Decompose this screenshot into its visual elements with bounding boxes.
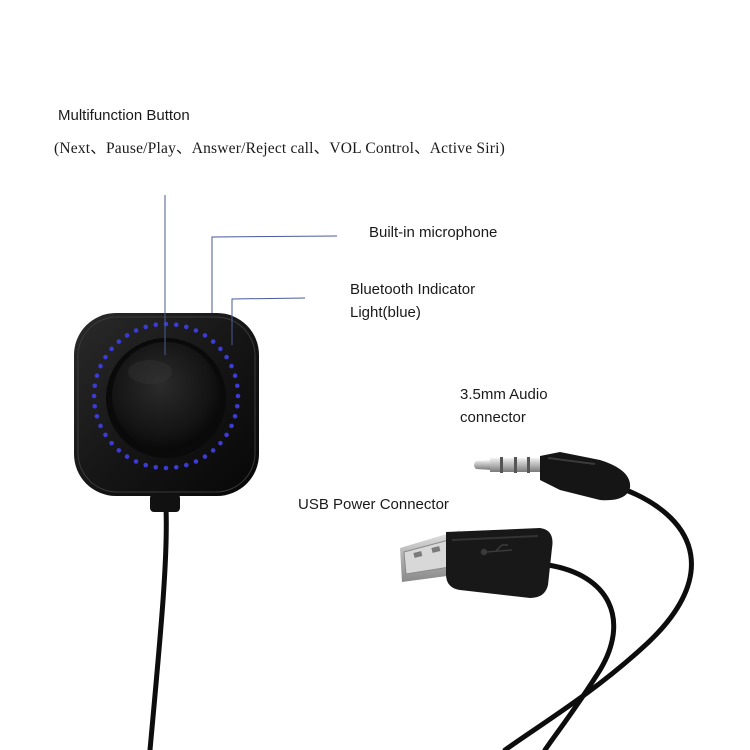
led-dot <box>183 462 189 468</box>
led-dot <box>229 363 234 369</box>
led-dot <box>202 333 208 338</box>
led-dot <box>92 383 98 389</box>
led-dot <box>124 333 130 338</box>
led-dot <box>94 373 100 379</box>
leader-line-microphone <box>211 235 338 313</box>
led-dot <box>103 432 108 438</box>
leader-lines <box>164 195 338 355</box>
led-dot <box>116 448 122 453</box>
usb-cable <box>542 562 617 750</box>
led-dot <box>163 465 169 471</box>
indicator-label-line1: Bluetooth Indicator <box>350 281 476 298</box>
led-dot <box>193 328 199 333</box>
audio-connector-label-line1: 3.5mm Audio <box>460 386 548 403</box>
led-dot <box>133 459 139 464</box>
multifunction-functions-label: (Next、Pause/Play、Answer/Reject call、VOL … <box>54 140 505 157</box>
led-dot <box>224 354 229 360</box>
led-dot <box>224 432 229 438</box>
led-dot <box>153 322 159 328</box>
audio-connector-label-line2: connector <box>460 409 526 426</box>
multifunction-knob[interactable] <box>106 338 226 458</box>
audio-plug <box>474 452 631 501</box>
led-dot <box>234 403 240 409</box>
indicator-label-line2: Light(blue) <box>350 304 421 321</box>
usb-symbol-icon <box>480 544 513 556</box>
led-dot <box>210 448 216 453</box>
led-dot <box>94 413 100 419</box>
led-dot <box>133 328 139 333</box>
led-dot <box>109 440 114 446</box>
led-dot <box>193 459 199 464</box>
multifunction-button-label: Multifunction Button <box>58 107 190 124</box>
led-dot <box>124 454 130 459</box>
led-dot <box>183 324 189 330</box>
led-dot <box>218 440 223 446</box>
usb-connector-label: USB Power Connector <box>298 496 449 513</box>
led-dot <box>234 383 240 389</box>
device-cable <box>147 505 169 750</box>
microphone-label: Built-in microphone <box>369 224 498 241</box>
led-dot <box>153 464 159 470</box>
led-dot <box>235 393 241 399</box>
audio-cable <box>502 487 694 750</box>
led-dot <box>173 322 179 328</box>
led-dot <box>173 464 179 470</box>
led-dot <box>202 454 208 459</box>
bluetooth-indicator-light <box>91 321 241 471</box>
usb-plug <box>400 528 553 598</box>
led-dot <box>92 403 98 409</box>
leader-line-indicator <box>231 297 306 345</box>
led-dot <box>218 346 223 352</box>
led-dot <box>232 413 238 419</box>
led-dot <box>210 339 216 344</box>
led-dot <box>143 462 149 468</box>
led-dot <box>232 373 238 379</box>
led-dot <box>98 363 103 369</box>
led-dot <box>116 339 122 344</box>
led-dot <box>109 346 114 352</box>
led-dot <box>98 423 103 429</box>
led-dot <box>229 423 234 429</box>
led-dot <box>143 324 149 330</box>
led-dot <box>91 393 97 399</box>
led-dot <box>103 354 108 360</box>
led-dot <box>163 321 169 327</box>
